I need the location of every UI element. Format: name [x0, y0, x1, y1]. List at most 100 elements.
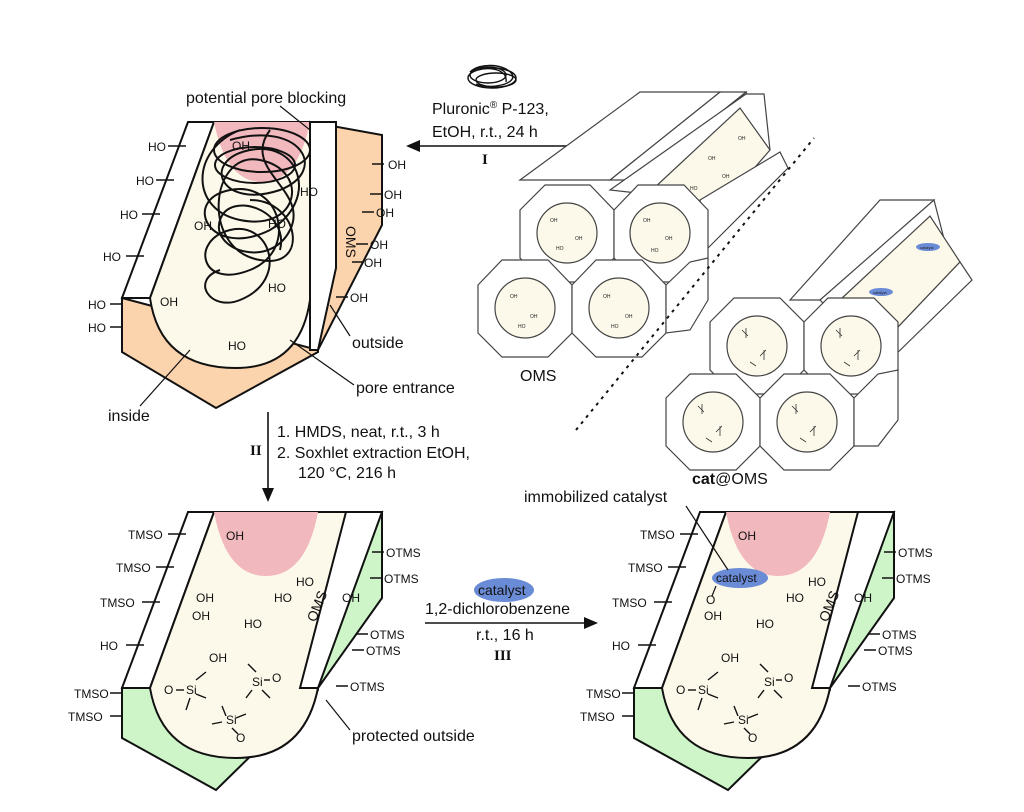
cat-rest: @OMS	[715, 471, 768, 488]
svg-text:OH: OH	[708, 156, 716, 162]
pore-catalyst-loaded: OMS catalyst O OH OH HO HO HO OH Si Si S…	[580, 510, 933, 792]
group-oh: OH	[342, 591, 360, 605]
catalyst-tiny-label: catalyst	[920, 245, 934, 250]
oms-caption: OMS	[520, 368, 556, 385]
group-oh: OH	[738, 529, 756, 543]
svg-text:OH: OH	[603, 294, 611, 300]
arrowhead	[406, 140, 420, 152]
group-oh: OH	[209, 651, 227, 665]
cat-oms-surface-groups	[697, 328, 861, 443]
leader-line	[279, 105, 311, 131]
group-ho: HO	[268, 281, 286, 295]
step-II-line1: 1. HMDS, neat, r.t., 3 h	[277, 424, 440, 441]
group-oh: OH	[196, 591, 214, 605]
surface-ticks-left	[110, 145, 186, 328]
cat-oms-caption: cat@OMS	[692, 471, 768, 488]
leader-line	[685, 505, 729, 571]
label-pore-entrance: pore entrance	[356, 380, 455, 397]
oxygen: O	[748, 731, 757, 745]
svg-text:OH: OH	[530, 314, 538, 320]
catalyst-badge	[474, 578, 534, 602]
immobilized-catalyst	[712, 568, 768, 588]
group-ho: HO	[268, 217, 286, 231]
step-II-line3: 120 °C, 216 h	[298, 465, 396, 482]
surface-ticks-left	[622, 533, 698, 717]
registered-mark: ®	[490, 100, 498, 111]
group-ho: HO	[148, 140, 166, 154]
group-oh: OH	[721, 651, 739, 665]
group-oh: OH	[192, 609, 210, 623]
oxygen: O	[272, 671, 281, 685]
group-otms: OTMS	[882, 628, 917, 642]
divider-dotted	[575, 137, 815, 431]
group-ho: HO	[296, 575, 314, 589]
group-oh: OH	[226, 529, 244, 543]
step-I-reagent-suffix: P-123,	[497, 101, 549, 118]
leader-line	[289, 339, 355, 386]
oms-side-label: OMS	[343, 226, 359, 258]
label-pore-blocking: potential pore blocking	[186, 90, 346, 107]
group-ho: HO	[103, 250, 121, 264]
catalyst-tiny-marker	[869, 288, 893, 296]
pore-protected: OMS OH OH OH HO HO HO OH Si Si Si O O O …	[68, 510, 421, 792]
silicon: Si	[764, 675, 775, 689]
step-III-numeral: III	[494, 648, 512, 664]
svg-text:OH: OH	[550, 218, 558, 224]
group-oh: OH	[388, 158, 406, 172]
group-tmso: TMSO	[580, 710, 615, 724]
group-ho: HO	[120, 208, 138, 222]
step-I-numeral: I	[482, 152, 488, 168]
group-otms: OTMS	[898, 546, 933, 560]
group-tmso: TMSO	[128, 528, 163, 542]
leader-line	[139, 349, 191, 407]
group-otms: OTMS	[878, 644, 913, 658]
group-tmso: TMSO	[586, 687, 621, 701]
step-II-numeral: II	[250, 443, 262, 459]
group-oh: OH	[232, 139, 250, 153]
tms-bonds	[688, 663, 783, 735]
leader-line	[325, 699, 351, 731]
step-II: II 1. HMDS, neat, r.t., 3 h 2. Soxhlet e…	[250, 412, 470, 502]
catalyst-tiny-marker	[916, 243, 940, 251]
group-ho: HO	[756, 617, 774, 631]
group-tmso: TMSO	[68, 710, 103, 724]
svg-text:OH: OH	[625, 314, 633, 320]
group-otms: OTMS	[370, 628, 405, 642]
oms-surface-groups: OH OH HO OH OH HO OH OH HO OH OH HO OH O…	[510, 136, 746, 330]
group-ho: HO	[228, 339, 246, 353]
catalyst-tiny-label: catalyst	[873, 290, 887, 295]
label-protected-outside: protected outside	[352, 728, 475, 745]
group-oh: OH	[376, 206, 394, 220]
group-ho: HO	[100, 639, 118, 653]
leader-line	[329, 304, 351, 337]
group-oh: OH	[364, 256, 382, 270]
group-ho: HO	[244, 617, 262, 631]
step-III-solvent: 1,2-dichlorobenzene	[425, 601, 570, 618]
group-ho: HO	[274, 591, 292, 605]
step-I: Pluronic® P-123, EtOH, r.t., 24 h I	[406, 64, 582, 168]
group-tmso: TMSO	[640, 528, 675, 542]
catalyst-linker	[711, 585, 717, 597]
cat-oms-hexagon-bundle	[665, 198, 973, 471]
group-otms: OTMS	[896, 572, 931, 586]
group-ho: HO	[786, 591, 804, 605]
group-ho: HO	[88, 298, 106, 312]
oxygen: O	[784, 671, 793, 685]
pore-right-wall	[298, 511, 384, 689]
pore-blocking-region	[726, 512, 830, 576]
group-ho: HO	[88, 321, 106, 335]
oms-hexagon-bundle	[477, 90, 789, 358]
group-oh: OH	[350, 291, 368, 305]
label-immobilized-catalyst: immobilized catalyst	[524, 489, 668, 506]
step-I-reagent: Pluronic	[432, 101, 490, 118]
surface-ticks-left	[110, 533, 186, 717]
svg-text:OH: OH	[575, 236, 583, 242]
group-tmso: TMSO	[116, 561, 151, 575]
group-tmso: TMSO	[74, 687, 109, 701]
polymer-tangle	[201, 127, 311, 304]
group-oh: OH	[194, 219, 212, 233]
silicon: Si	[186, 683, 197, 697]
svg-text:HO: HO	[518, 324, 526, 330]
arrowhead	[584, 617, 598, 629]
